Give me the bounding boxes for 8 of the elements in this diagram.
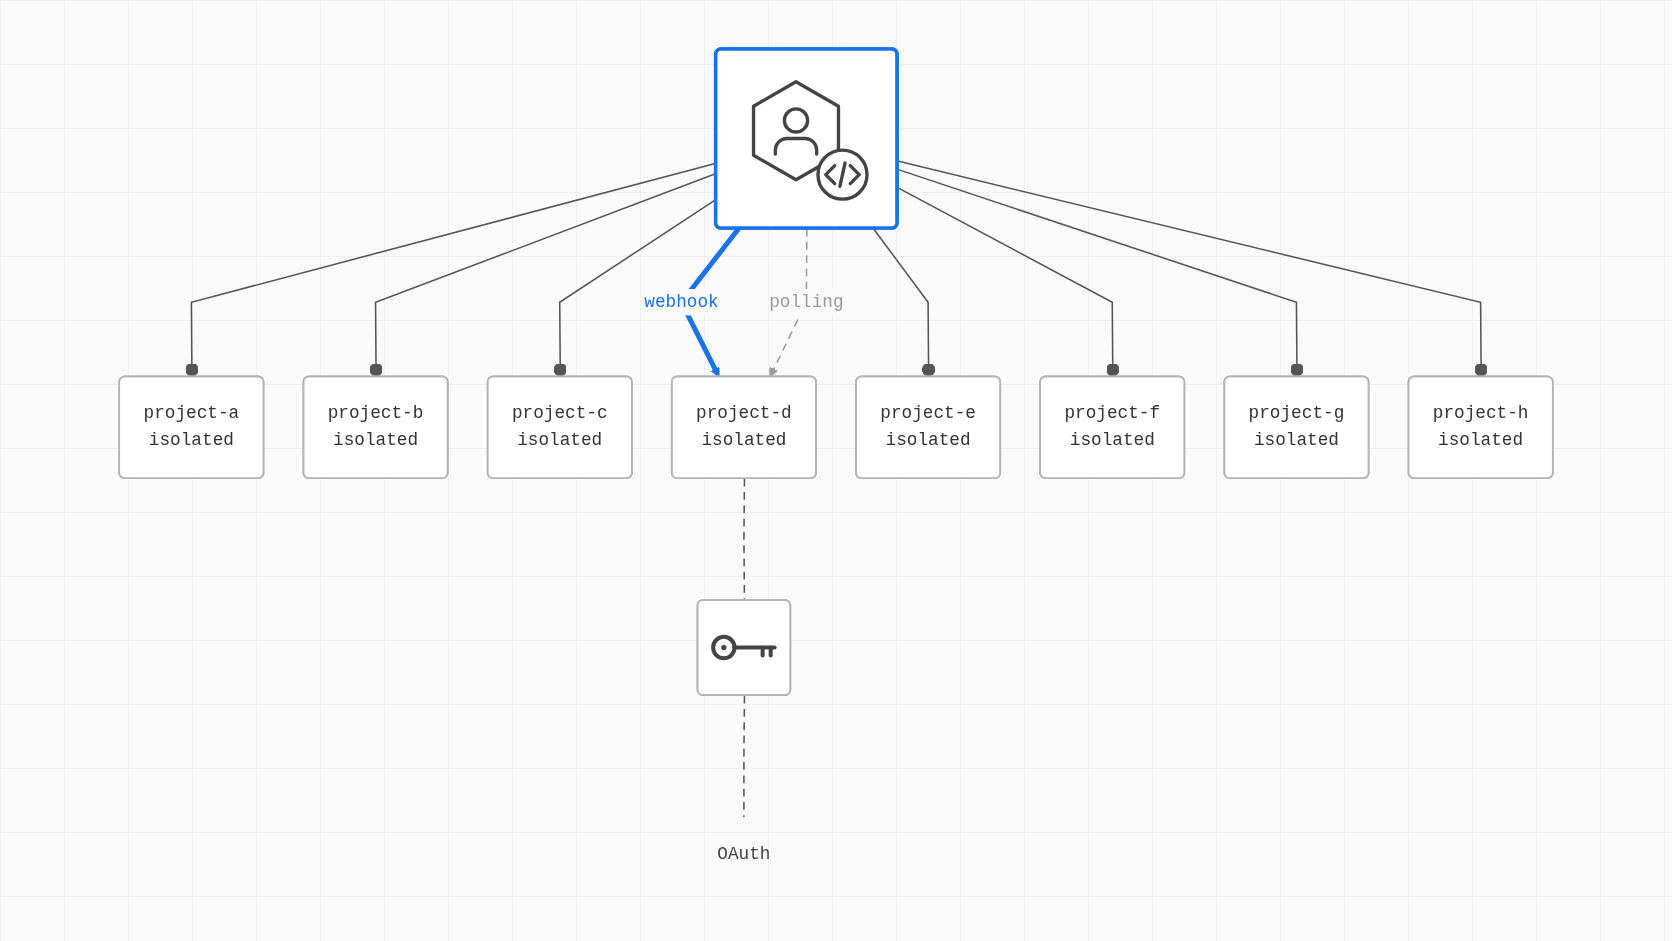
connector xyxy=(743,694,746,818)
connector xyxy=(553,198,717,378)
edge-label: webhook xyxy=(644,292,719,313)
connector xyxy=(185,162,717,378)
node-text: OAuth xyxy=(717,844,771,865)
connector xyxy=(743,478,746,602)
edge-label: polling xyxy=(769,292,844,313)
connector xyxy=(369,172,717,378)
